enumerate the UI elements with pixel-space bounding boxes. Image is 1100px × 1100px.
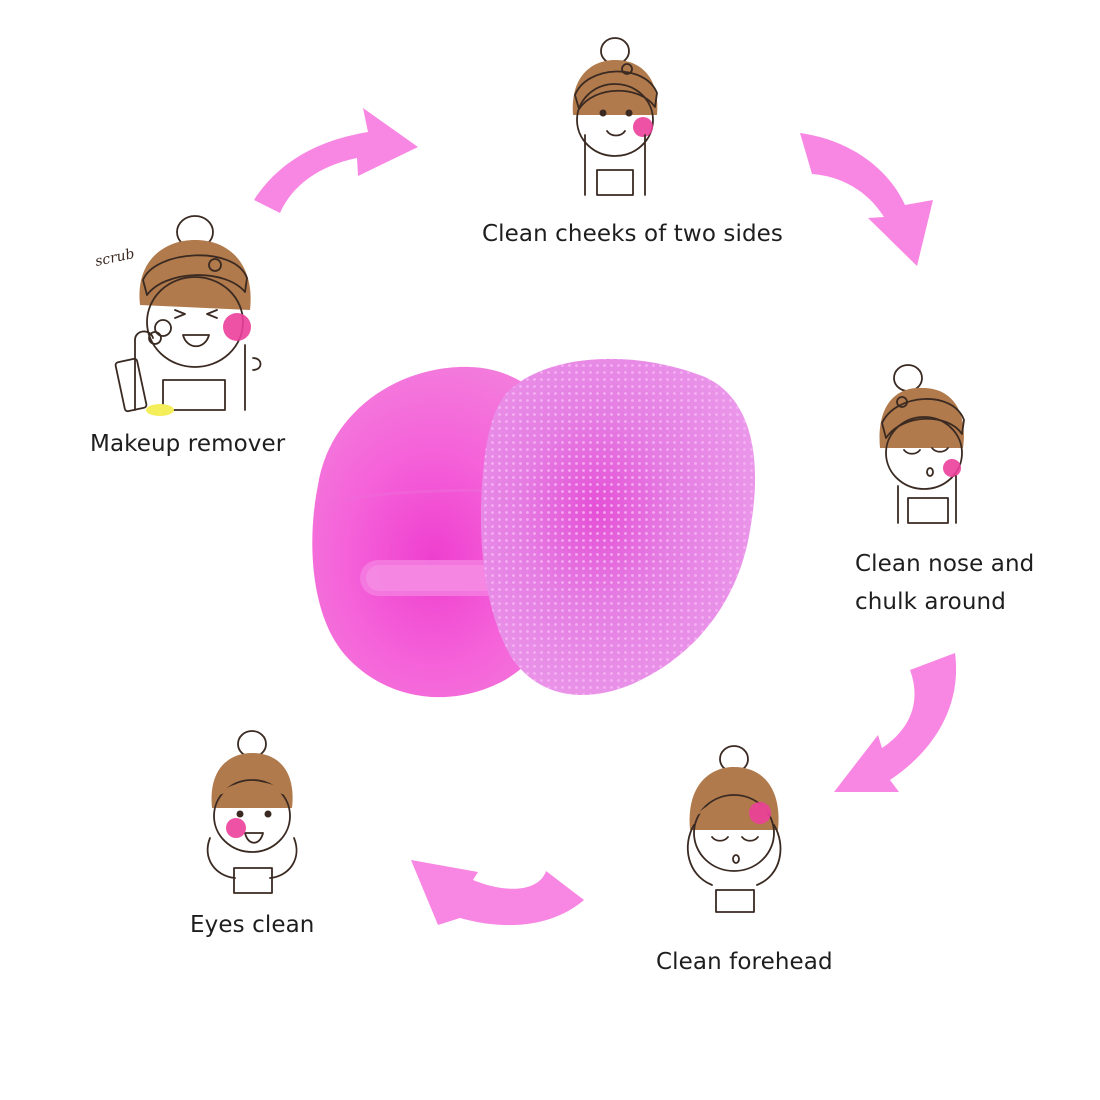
arrow-right-up-icon [254,108,418,213]
step-label-clean-nose-line-1: Clean nose and [855,551,1035,577]
step-label-clean-nose-line-2: chulk around [855,588,1006,615]
step-clean-forehead-illustration [672,745,802,915]
step-label-clean-cheeks: Clean cheeks of two sides [482,221,784,247]
step-clean-nose-illustration [868,358,993,524]
brush-bristle-view [480,358,756,695]
step-label-makeup-remover: Makeup remover [90,431,286,457]
arrow-right-down-icon [800,133,933,266]
step-clean-cheeks-illustration [545,35,685,200]
arrow-left-down-icon [834,653,957,792]
arrow-left-icon [411,860,584,926]
step-label-clean-forehead: Clean forehead [656,949,833,975]
step-makeup-remover-illustration: scrub [94,210,285,420]
cleansing-brush-product [312,358,756,698]
step-eyes-clean-illustration [190,728,315,894]
step-label-eyes-clean: Eyes clean [190,912,315,938]
step-label-clean-nose: Clean nose and chulk around [855,542,1034,625]
